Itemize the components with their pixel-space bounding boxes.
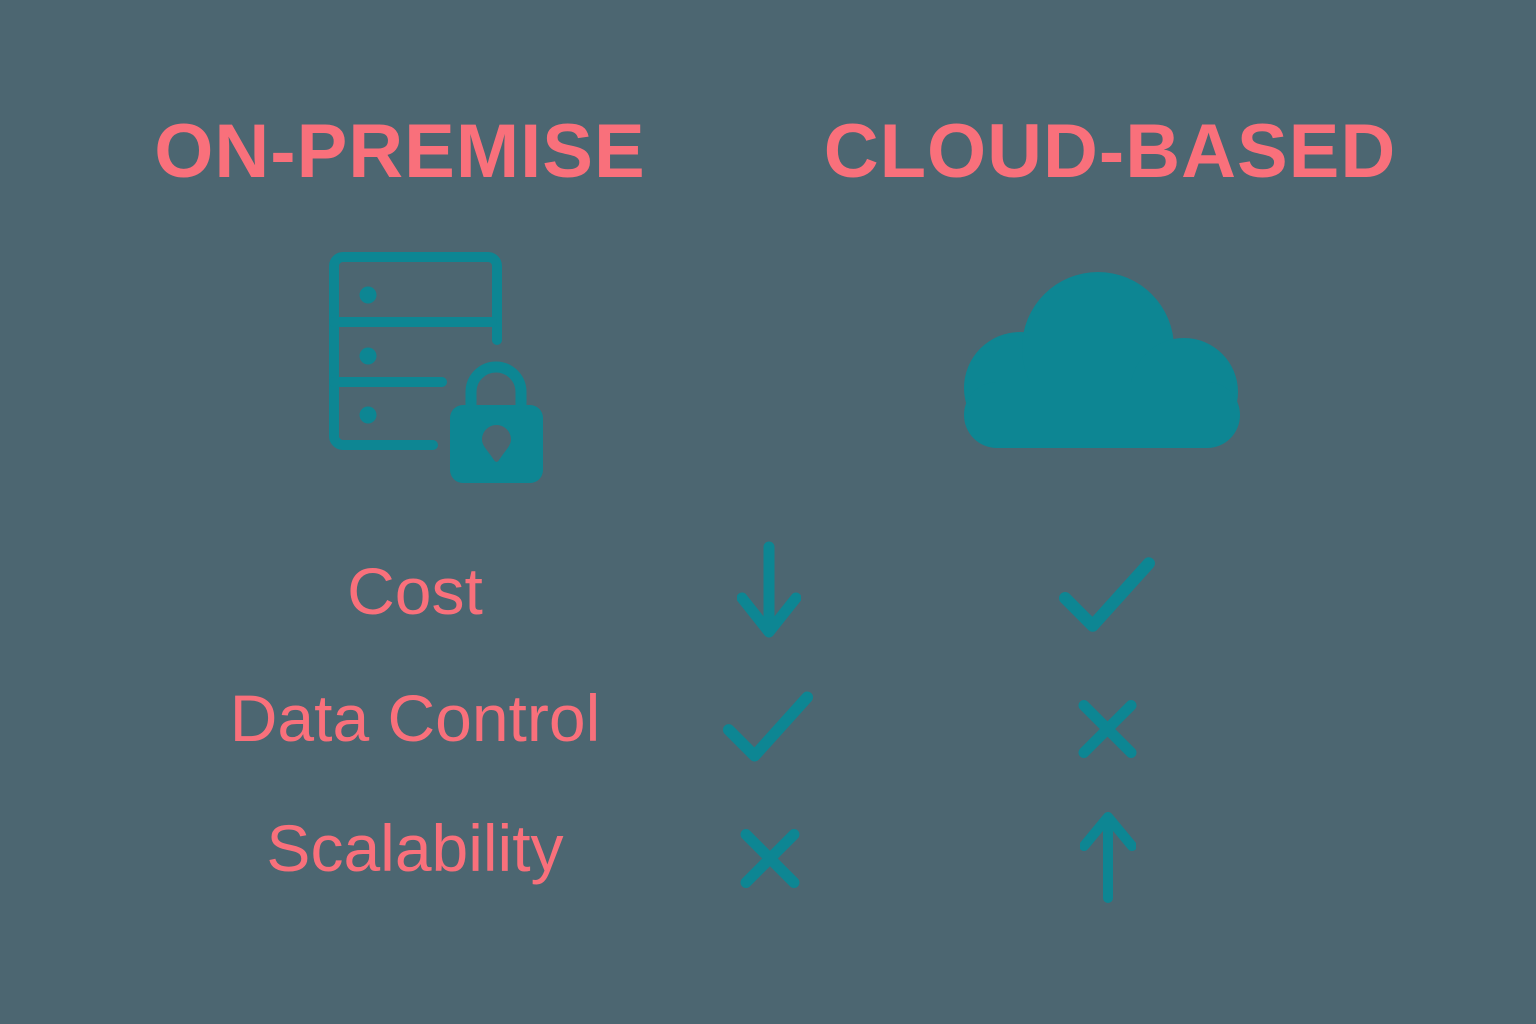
arrow-down-icon (737, 541, 801, 638)
data-control-cloud-based-symbol (1078, 699, 1137, 759)
cost-cloud-based-symbol (1058, 556, 1156, 632)
server-lock-icon (320, 248, 555, 493)
row-label-data-control: Data Control (229, 681, 601, 755)
server-rack-lock-glyph (329, 252, 543, 483)
cloud-icon (952, 270, 1252, 450)
scalability-cloud-based-symbol (1080, 810, 1136, 904)
cost-on-premise-symbol (737, 541, 801, 640)
check-icon (1059, 557, 1155, 632)
column-title-cloud-based: CLOUD-BASED (823, 109, 1397, 194)
data-control-on-premise-symbol (722, 690, 814, 762)
check-icon (722, 691, 814, 762)
row-label-cost: Cost (347, 554, 483, 628)
scalability-on-premise-symbol (740, 828, 800, 889)
arrow-up-icon (1080, 812, 1136, 903)
row-label-scalability: Scalability (266, 811, 564, 885)
cross-icon (740, 829, 800, 888)
cloud-glyph (964, 272, 1240, 448)
column-title-on-premise: ON-PREMISE (154, 109, 646, 194)
cross-icon (1078, 699, 1137, 759)
